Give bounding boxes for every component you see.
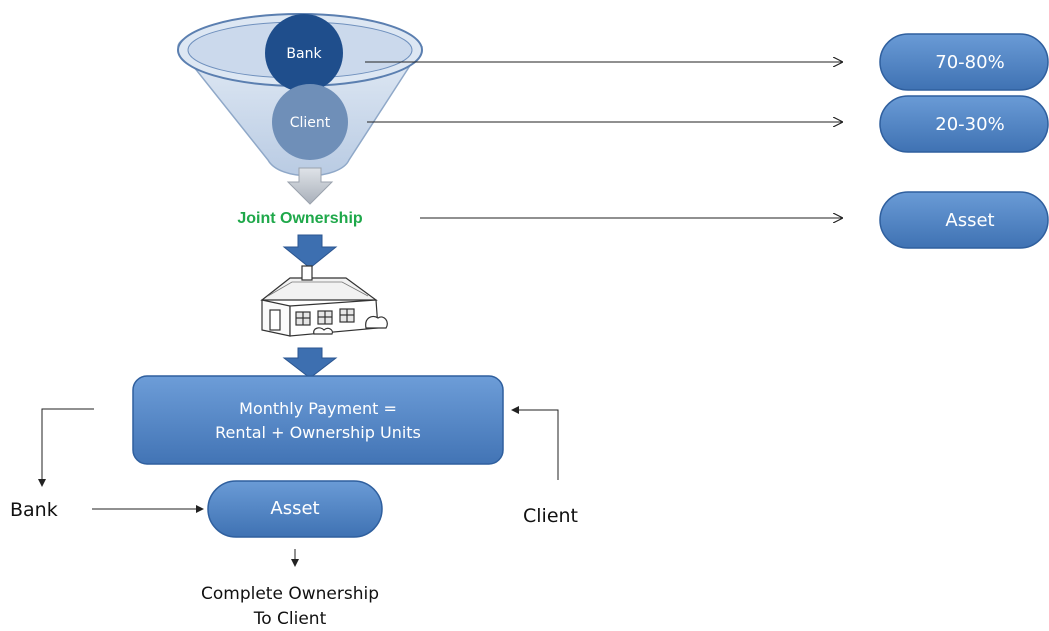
final-ownership-line-2: To Client (253, 609, 327, 629)
bank-share-pill: 70-80% (879, 33, 1049, 91)
final-ownership-line-1: Complete Ownership (201, 584, 379, 604)
client-share-pill: 20-30% (879, 95, 1049, 153)
funnel-output-arrow (286, 167, 334, 205)
joint-asset-pill: Asset (879, 191, 1049, 249)
transfer-asset-pill: Asset (207, 480, 383, 538)
bank-node-label: Bank (286, 46, 322, 62)
transfer-asset-label: Asset (270, 498, 319, 519)
bank-node: Bank (265, 14, 343, 92)
joint-ownership-label: Joint Ownership (237, 210, 363, 227)
payment-line-2: Rental + Ownership Units (215, 423, 421, 442)
bank-payee-label: Bank (10, 499, 58, 521)
payment-line-1: Monthly Payment = (239, 399, 397, 418)
client-share-value: 20-30% (935, 114, 1004, 135)
client-node: Client (272, 84, 348, 160)
client-to-payment-connector (511, 406, 559, 480)
house-sketch-icon (260, 265, 388, 337)
payment-to-bank-connector (38, 408, 94, 487)
client-node-label: Client (290, 115, 331, 131)
joint-asset-label: Asset (945, 210, 994, 231)
down-arrow-to-payment (282, 347, 338, 379)
bank-share-value: 70-80% (935, 52, 1004, 73)
client-payer-label: Client (523, 505, 578, 527)
monthly-payment-box: Monthly Payment = Rental + Ownership Uni… (132, 375, 504, 465)
down-arrow-to-house (282, 234, 338, 269)
